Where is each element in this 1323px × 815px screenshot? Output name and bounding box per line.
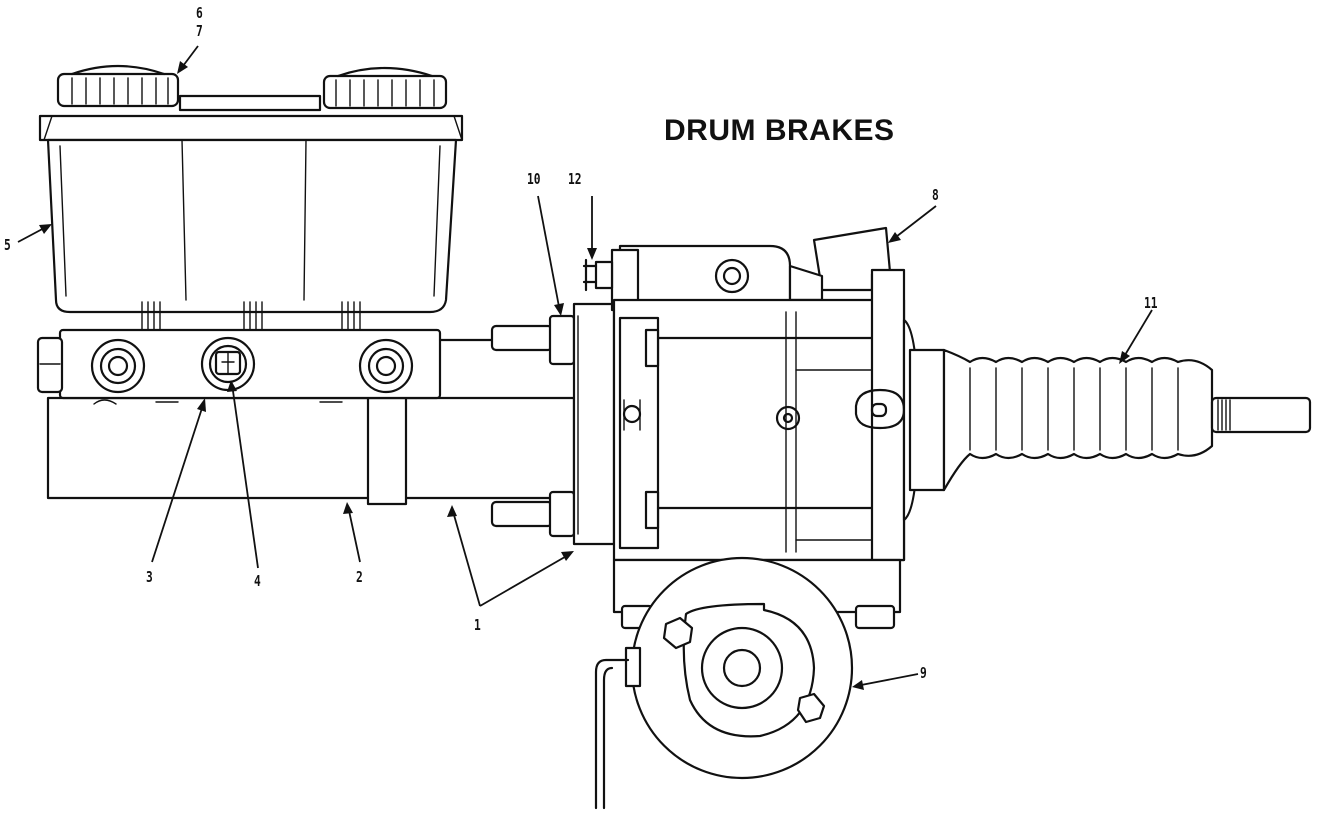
- master-cylinder: [36, 314, 576, 538]
- callout-6: 6: [196, 4, 203, 22]
- reservoir-cap-right: [322, 66, 448, 110]
- callout-11: 11: [1144, 294, 1158, 312]
- callout-3: 3: [146, 568, 153, 586]
- reservoir: [38, 64, 464, 331]
- callout-7: 7: [196, 22, 203, 40]
- callout-10: 10: [527, 170, 541, 188]
- boot-and-pushrod: [908, 348, 1312, 492]
- callout-2: 2: [356, 568, 363, 586]
- accumulator: [594, 556, 854, 810]
- reservoir-cap-left: [56, 64, 180, 108]
- callout-12: 12: [568, 170, 582, 188]
- callout-9: 9: [920, 664, 927, 682]
- diagram-title: DRUM BRAKES: [664, 114, 895, 147]
- callout-1: 1: [474, 616, 481, 634]
- callout-8: 8: [932, 186, 939, 204]
- callout-5: 5: [4, 236, 11, 254]
- callout-4: 4: [254, 572, 261, 590]
- booster: [572, 226, 920, 630]
- callout-leaders: [17, 45, 1153, 690]
